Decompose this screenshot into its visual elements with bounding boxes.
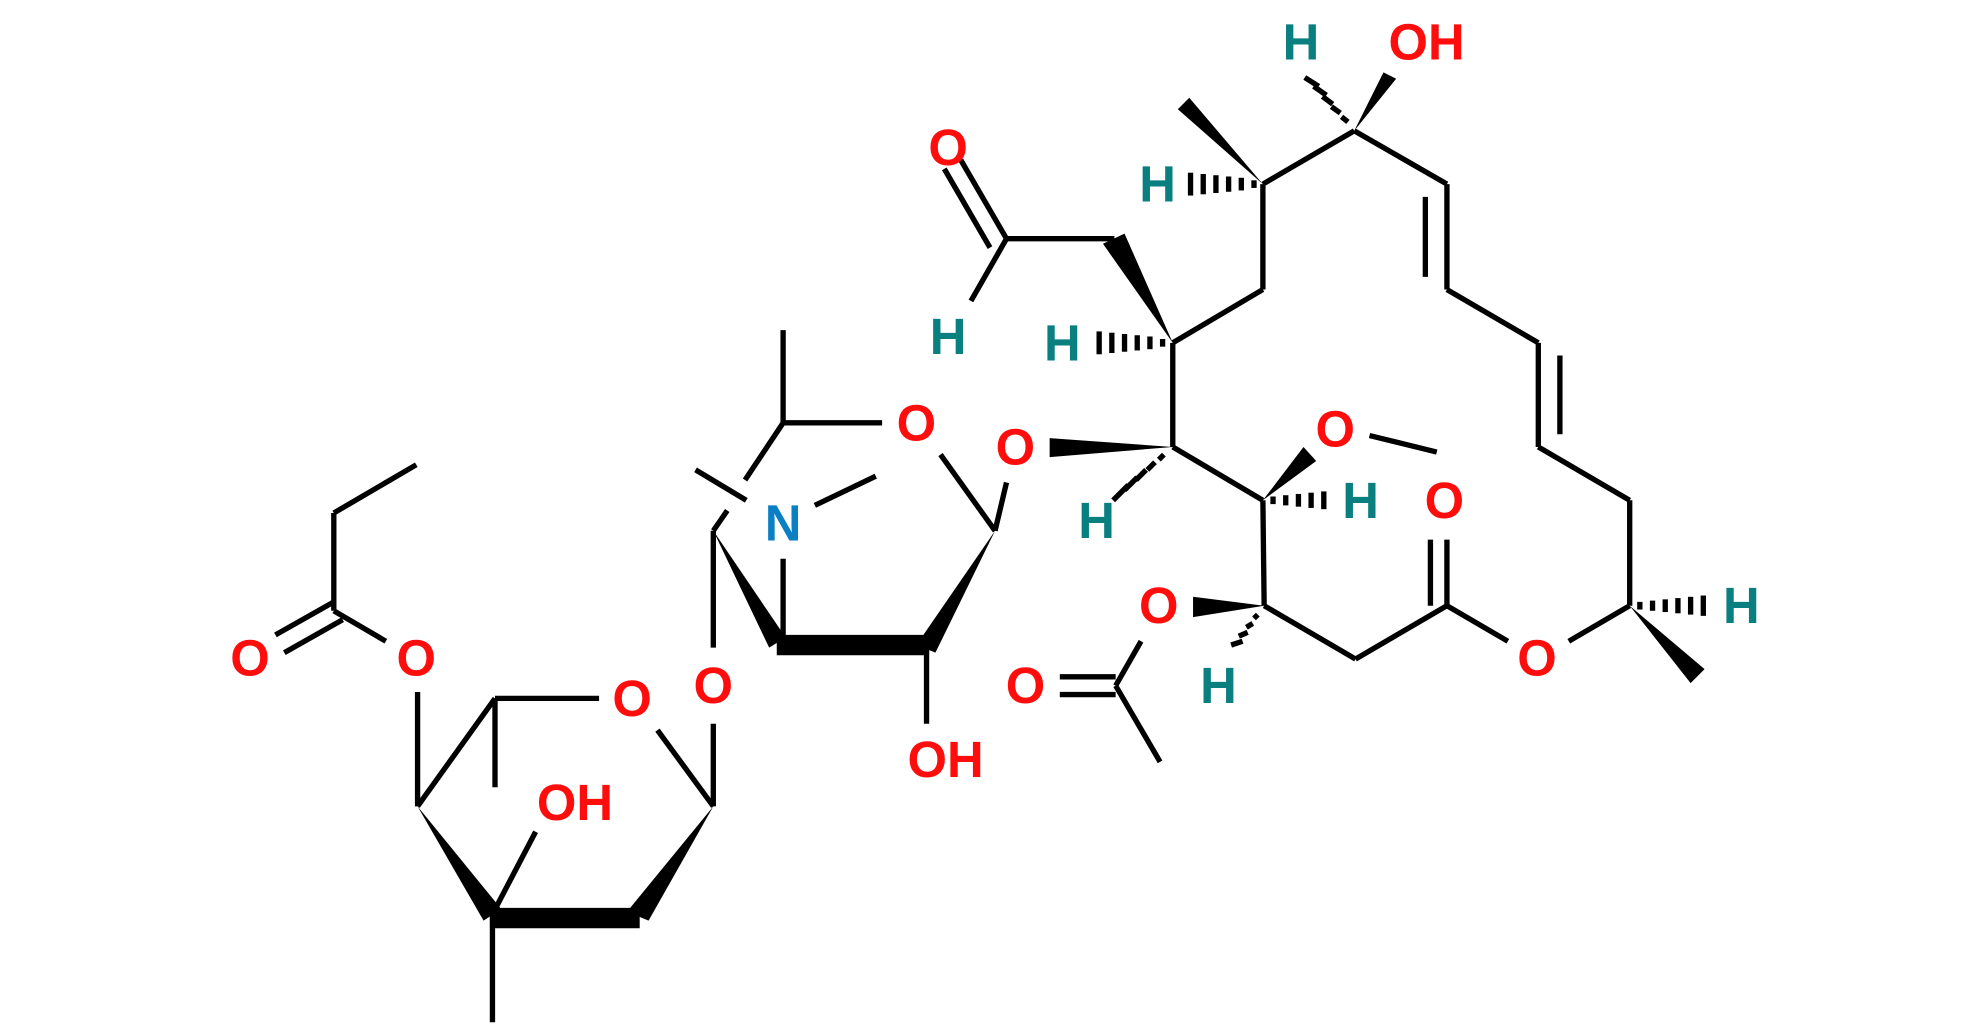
- atom-label-ester-o: O: [397, 629, 436, 686]
- atom-label-aldehyde-h: H: [930, 308, 967, 365]
- atom-label-oh: OH: [537, 774, 613, 831]
- wedge-bond-ring2: [627, 806, 714, 921]
- hash-bond-h3: [1111, 452, 1166, 503]
- atom-label-ring-o: O: [897, 394, 936, 451]
- atom-label-lactone-o: O: [1517, 629, 1556, 686]
- atom-label-glycosidic-o: O: [996, 418, 1035, 475]
- atom-label-acetate-o: O: [1139, 577, 1178, 634]
- atom-label-h: H: [1342, 472, 1379, 529]
- wedge-bond-ring2b: [417, 806, 502, 921]
- bold-bond-ring2: [489, 907, 640, 929]
- atom-label-ring-o: O: [612, 670, 651, 727]
- atom-label-h: H: [1044, 314, 1081, 371]
- atom-label-h: H: [1139, 156, 1176, 213]
- atom-label-oh: OH: [908, 731, 984, 788]
- wedge-bond-oac: [1193, 596, 1265, 618]
- wedge-bond-ome: [1262, 446, 1317, 501]
- hash-bond-top-h: [1303, 75, 1350, 124]
- hash-bond-h2: [1096, 331, 1166, 355]
- hash-bond-h4: [1270, 491, 1327, 510]
- atom-label-methoxy-o: O: [1315, 401, 1354, 458]
- atom-label-aldehyde-o: O: [928, 119, 967, 176]
- atom-label-h: H: [1283, 13, 1320, 70]
- hash-bond-h: [1187, 172, 1257, 196]
- wedge-bond-ring1b: [713, 530, 786, 648]
- wedge-bond-ring1: [916, 530, 996, 653]
- wedge-bond-ch2: [1102, 233, 1173, 343]
- atom-label-h: H: [1078, 492, 1115, 549]
- atom-labels: H OH O H H H O H O H O N OH O O OH O O O…: [230, 13, 1759, 831]
- atom-label-oh: OH: [1389, 13, 1465, 70]
- atom-label-link-o: O: [694, 657, 733, 714]
- wedge-bond-oh: [1354, 72, 1397, 131]
- bonds: [274, 72, 1706, 1023]
- atom-label-carbonyl-o: O: [1006, 657, 1045, 714]
- atom-label-carbonyl-o: O: [230, 629, 269, 686]
- atom-label-lactone-carbonyl-o: O: [1425, 472, 1464, 529]
- bold-bond-ring1: [776, 634, 930, 656]
- wedge-bond-glyc-o: [1049, 438, 1173, 458]
- hash-bond-h6: [1637, 595, 1706, 616]
- atom-label-h: H: [1200, 657, 1237, 714]
- hash-bond-h5: [1230, 612, 1260, 648]
- wedge-bond-methyl: [1177, 97, 1263, 185]
- wedge-bond-c15-me: [1629, 605, 1705, 684]
- atom-label-n: N: [765, 495, 802, 552]
- atom-label-h: H: [1723, 577, 1760, 634]
